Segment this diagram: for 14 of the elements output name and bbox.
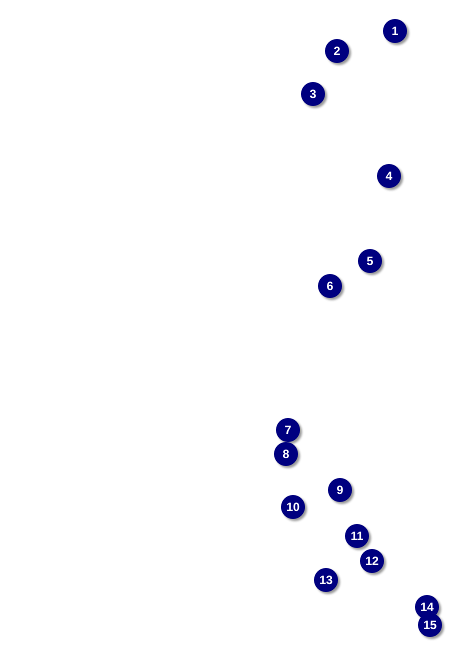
callout-number: 7 — [276, 418, 300, 442]
callout-number: 3 — [301, 82, 325, 106]
callout-number: 4 — [377, 164, 401, 188]
callout-number: 15 — [418, 613, 442, 637]
callout-number: 1 — [383, 19, 407, 43]
callout-number: 13 — [314, 568, 338, 592]
callout-number: 5 — [358, 249, 382, 273]
callout-number: 10 — [281, 495, 305, 519]
callout-number: 9 — [328, 478, 352, 502]
callout-number: 12 — [360, 549, 384, 573]
callout-number: 6 — [318, 274, 342, 298]
callout-number: 8 — [274, 442, 298, 466]
callout-number: 11 — [345, 524, 369, 548]
callout-number: 2 — [325, 39, 349, 63]
